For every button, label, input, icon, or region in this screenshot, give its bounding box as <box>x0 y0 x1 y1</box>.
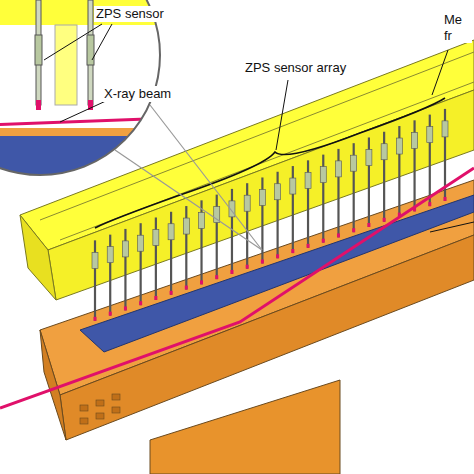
sensor-tip <box>215 275 218 279</box>
sensor-tip <box>352 228 355 232</box>
sensor-body <box>168 224 174 240</box>
leader-line <box>92 24 112 60</box>
zoom-line <box>150 105 262 250</box>
leader-line <box>60 100 108 122</box>
sensor-body <box>290 178 296 194</box>
sensor-tip <box>291 249 294 253</box>
sensor-tip <box>383 218 386 222</box>
sensor-tip <box>444 197 447 201</box>
sensor-body <box>153 229 159 245</box>
sensor-tip <box>428 202 431 206</box>
leader-line <box>430 222 474 232</box>
x-ray-beam <box>0 168 474 408</box>
sensor-body <box>412 132 418 148</box>
sensor-tip <box>200 280 203 284</box>
sensor-tip <box>94 317 97 321</box>
sensor-body <box>183 218 189 234</box>
sensor-tip <box>154 296 157 300</box>
sensor-tip <box>230 270 233 274</box>
sensor-body <box>366 149 372 165</box>
sensor-body <box>138 235 144 251</box>
sensor-tip <box>246 265 249 269</box>
part-label: ZPS sensor array <box>243 60 348 76</box>
sensor-body <box>275 184 281 200</box>
zoom-line <box>115 150 262 250</box>
sensor-body <box>442 121 448 137</box>
sensor-tip <box>261 260 264 264</box>
sensor-tip <box>322 239 325 243</box>
sensor-tip <box>185 286 188 290</box>
sensor-body <box>427 127 433 143</box>
sensor-body <box>259 189 265 205</box>
sensor-tip <box>139 301 142 305</box>
sensor-body <box>107 247 113 263</box>
sensor-tip <box>124 306 127 310</box>
leader-line <box>276 80 288 150</box>
sensor-body <box>244 195 250 211</box>
sensor-body <box>396 138 402 154</box>
sensor-body <box>320 167 326 183</box>
leader-line <box>432 50 448 95</box>
sensor-body <box>199 212 205 228</box>
zps-sensor-rods <box>92 109 448 321</box>
sensor-tip <box>276 254 279 258</box>
sensor-tip <box>109 312 112 316</box>
base-holes <box>80 394 120 424</box>
part-label: X-ray beam <box>102 86 173 102</box>
sensor-tip <box>367 223 370 227</box>
sensor-body <box>381 144 387 160</box>
leader-line <box>44 24 102 60</box>
sensor-tip <box>170 291 173 295</box>
sensor-tip <box>307 244 310 248</box>
sensor-body <box>351 155 357 171</box>
array-brace <box>95 98 445 228</box>
sensor-body <box>92 252 98 268</box>
sensor-tip <box>337 233 340 237</box>
sensor-body <box>335 161 341 177</box>
sensor-body <box>305 172 311 188</box>
part-label: Me fr <box>442 12 472 43</box>
sensor-body <box>122 241 128 257</box>
part-label: ZPS sensor <box>94 6 166 22</box>
